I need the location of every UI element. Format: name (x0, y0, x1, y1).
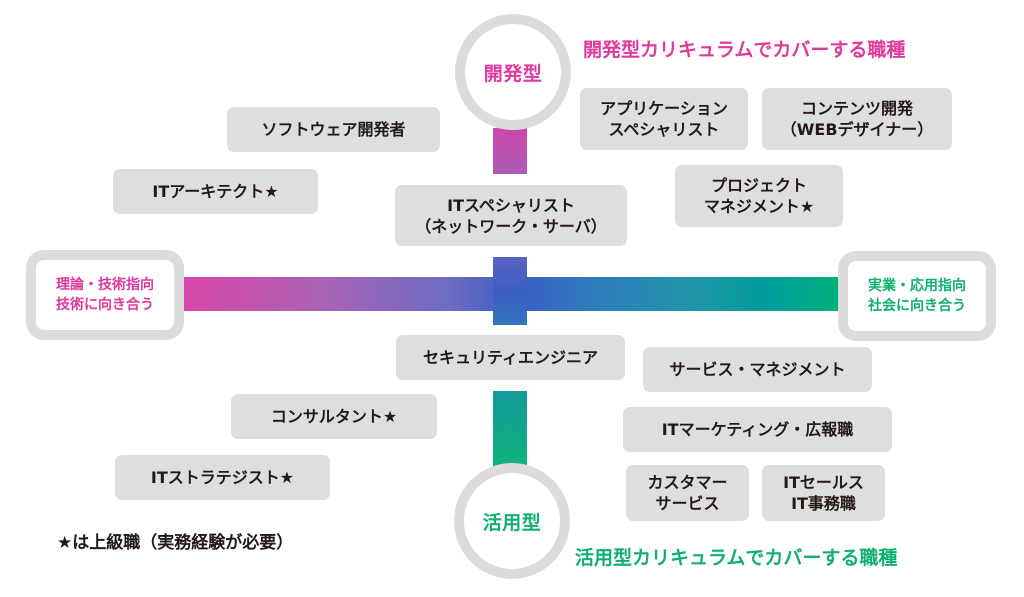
job-label: サービス (655, 494, 720, 513)
job-security-engineer: セキュリティエンジニア (396, 335, 625, 380)
job-label: カスタマー (647, 473, 728, 492)
job-label: IT事務職 (791, 494, 856, 513)
job-application-specialist: アプリケーション スペシャリスト (580, 88, 748, 150)
job-label: ソフトウェア開発者 (261, 120, 406, 139)
job-software-developer: ソフトウェア開発者 (227, 107, 440, 152)
job-consultant: コンサルタント★ (231, 394, 437, 439)
vertical-axis-bar-bottom (493, 391, 527, 469)
job-label: セキュリティエンジニア (422, 348, 599, 367)
job-label: ITセールス (783, 473, 864, 492)
axis-center (493, 257, 527, 325)
job-content-development: コンテンツ開発 （WEBデザイナー） (762, 88, 952, 150)
job-label: マネジメント★ (703, 197, 815, 216)
job-it-specialist: ITスペシャリスト （ネットワーク・サーバ） (395, 185, 627, 246)
pole-application: 活用型 (454, 463, 570, 579)
job-label: サービス・マネジメント (669, 360, 846, 379)
job-customer-service: カスタマー サービス (626, 465, 749, 521)
side-right-line2: 社会に向き合う (868, 298, 966, 314)
pole-application-label: 活用型 (482, 511, 542, 534)
pole-development-label: 開発型 (483, 62, 543, 85)
job-label: ITストラテジスト★ (150, 468, 295, 487)
side-theory-oriented: 理論・技術指向 技術に向き合う (26, 250, 184, 340)
job-service-management: サービス・マネジメント (643, 347, 872, 392)
job-label: プロジェクト (710, 176, 807, 195)
job-project-management: プロジェクト マネジメント★ (675, 165, 843, 227)
senior-job-legend: ★は上級職（実務経験が必要） (57, 533, 294, 553)
heading-application-jobs: 活用型カリキュラムでカバーする職種 (575, 547, 898, 569)
job-label: ITマーケティング・広報職 (661, 420, 854, 439)
side-practice-oriented: 実業・応用指向 社会に向き合う (838, 251, 996, 341)
job-label: （ネットワーク・サーバ） (415, 216, 607, 236)
side-left-line2: 技術に向き合う (56, 297, 154, 313)
job-label: ITアーキテクト★ (152, 182, 279, 201)
job-label: スペシャリスト (608, 120, 720, 139)
job-label: ITスペシャリスト (447, 195, 575, 215)
job-label: （WEBデザイナー） (780, 120, 934, 139)
job-label: コンテンツ開発 (800, 99, 913, 118)
vertical-axis-bar-top (493, 128, 527, 174)
job-it-strategist: ITストラテジスト★ (115, 455, 330, 500)
job-it-sales: ITセールス IT事務職 (762, 465, 885, 521)
heading-development-jobs: 開発型カリキュラムでカバーする職種 (583, 39, 906, 61)
pole-development: 開発型 (455, 14, 571, 130)
job-label: コンサルタント★ (270, 407, 398, 426)
job-label: アプリケーション (600, 99, 728, 118)
side-right-line1: 実業・応用指向 (868, 278, 966, 294)
side-left-line1: 理論・技術指向 (56, 277, 154, 293)
job-it-architect: ITアーキテクト★ (113, 169, 318, 214)
job-it-marketing: ITマーケティング・広報職 (623, 407, 892, 452)
